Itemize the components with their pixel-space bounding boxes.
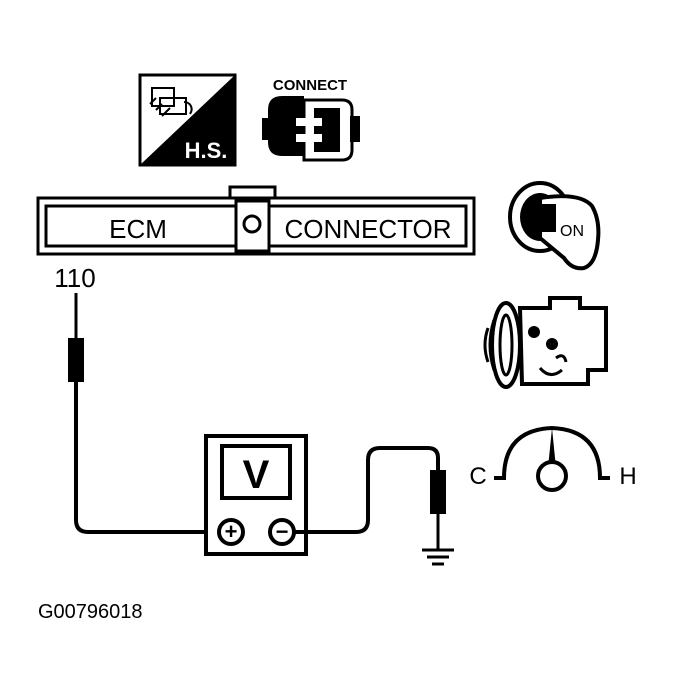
connector-lock-icon	[242, 214, 262, 234]
positive-terminal-icon	[217, 518, 245, 546]
hs-icon: H.S.	[138, 73, 237, 167]
connect-icon: CONNECT	[262, 77, 360, 162]
negative-terminal-label: −	[276, 519, 289, 544]
ecm-connector: ECM CONNECTOR	[36, 185, 476, 256]
temperature-gauge-icon: C H	[469, 425, 637, 492]
negative-probe-wire	[294, 446, 454, 566]
connector-hand-icon	[149, 87, 193, 117]
ignition-key-label: ON	[560, 223, 584, 240]
ecm-label: ECM	[109, 214, 167, 244]
gauge-cold-label: C	[469, 463, 486, 490]
plug-body-icon	[268, 96, 304, 156]
ground-symbol-icon	[422, 548, 454, 566]
hs-label: H.S.	[185, 138, 228, 163]
ground-probe-tip-icon	[430, 470, 446, 514]
positive-terminal-label: +	[225, 519, 238, 544]
engine-running-icon	[483, 296, 608, 389]
figure-id: G00796018	[38, 601, 143, 623]
probe-tip-icon	[68, 338, 84, 382]
pin-number-label: 110	[54, 263, 95, 293]
positive-probe-wire	[68, 293, 218, 534]
gauge-needle	[548, 428, 556, 468]
gauge-hot-label: H	[619, 463, 636, 490]
ignition-on-icon: ON	[508, 181, 601, 271]
voltmeter: V + −	[204, 434, 308, 556]
connect-label: CONNECT	[273, 77, 347, 94]
voltmeter-display: V	[243, 453, 270, 497]
connector-label: CONNECTOR	[284, 214, 451, 244]
